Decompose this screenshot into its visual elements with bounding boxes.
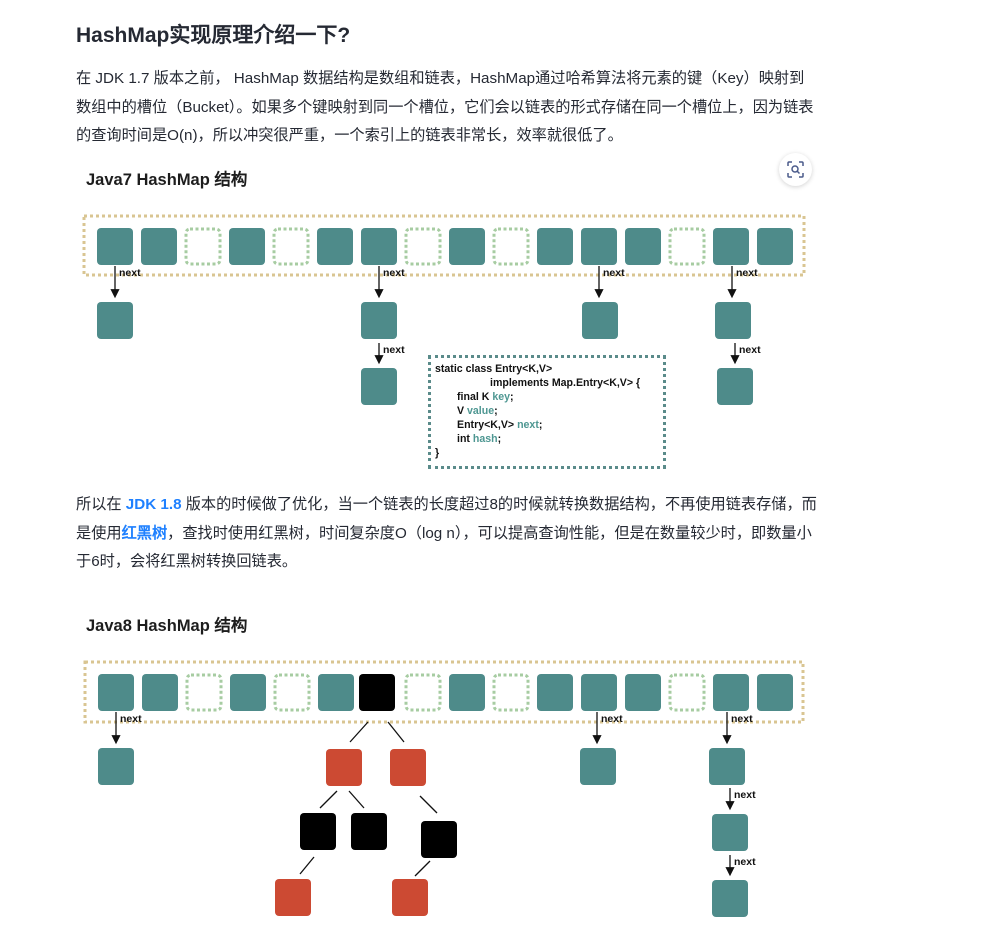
bucket-filled [581, 674, 617, 711]
chain-node [361, 368, 397, 405]
bucket-empty [184, 227, 222, 266]
code-line: implements Map.Entry<K,V> { [490, 377, 641, 389]
scan-zoom-icon [787, 161, 804, 178]
code-line: final K key; [457, 391, 514, 403]
bucket-filled [98, 674, 134, 711]
chain-node [361, 302, 397, 339]
java8-array [83, 660, 805, 724]
bucket-filled [449, 228, 485, 265]
next-label: next [383, 344, 405, 356]
tree-edge [348, 790, 365, 809]
bucket-empty [492, 227, 530, 266]
chain-node [712, 880, 748, 917]
tree-edge [349, 721, 369, 743]
tree-edge [419, 795, 438, 814]
bucket-filled [97, 228, 133, 265]
bucket-tree-root [359, 674, 395, 711]
bucket-filled [757, 228, 793, 265]
chain-node [709, 748, 745, 785]
bucket-filled [317, 228, 353, 265]
java7-array [82, 214, 806, 277]
intro-paragraph: 在 JDK 1.7 版本之前， HashMap 数据结构是数组和链表，HashM… [76, 70, 814, 144]
code-line: V value; [457, 405, 498, 417]
next-label: next [734, 789, 756, 801]
next-label: next [739, 344, 761, 356]
bucket-filled [713, 674, 749, 711]
tree-edge [414, 860, 431, 877]
bucket-filled [625, 228, 661, 265]
tree-node-black [351, 813, 387, 850]
bucket-filled [757, 674, 793, 711]
java8-chains: next next next next next [98, 712, 756, 917]
bucket-filled [537, 674, 573, 711]
chain-node [98, 748, 134, 785]
tree-node-red [326, 749, 362, 786]
bucket-empty [185, 673, 223, 712]
bucket-filled [361, 228, 397, 265]
next-label: next [120, 713, 142, 725]
bucket-filled [713, 228, 749, 265]
bucket-empty [273, 673, 311, 712]
jdk8-paragraph: 所以在 JDK 1.8 版本的时候做了优化，当一个链表的长度超过8的时候就转换数… [76, 496, 817, 570]
bucket-empty [404, 673, 442, 712]
entry-code-box: static class Entry<K,V> implements Map.E… [428, 355, 666, 469]
bucket-filled [318, 674, 354, 711]
chain-node [715, 302, 751, 339]
figure2-title: Java8 HashMap 结构 [86, 617, 248, 635]
article-title: HashMap实现原理介绍一下? [76, 24, 351, 47]
next-label: next [601, 713, 623, 725]
code-line: static class Entry<K,V> [435, 363, 553, 375]
chain-node [580, 748, 616, 785]
chain-node [97, 302, 133, 339]
tree-edge [319, 790, 338, 809]
bucket-filled [142, 674, 178, 711]
tree-node-red [390, 749, 426, 786]
code-line: int hash; [457, 433, 502, 445]
bucket-empty [668, 227, 706, 266]
tree-node-red [392, 879, 428, 916]
bucket-filled [141, 228, 177, 265]
bucket-empty [668, 673, 706, 712]
tree-node-black [421, 821, 457, 858]
bucket-filled [230, 674, 266, 711]
bucket-filled [229, 228, 265, 265]
bucket-empty [404, 227, 442, 266]
next-label: next [119, 267, 141, 279]
tree-node-black [300, 813, 336, 850]
bucket-empty [272, 227, 310, 266]
bucket-empty [492, 673, 530, 712]
java8-tree [275, 721, 457, 916]
java8-buckets [98, 673, 793, 712]
bucket-filled [581, 228, 617, 265]
jdk18-link[interactable]: JDK 1.8 [125, 496, 182, 513]
next-label: next [731, 713, 753, 725]
red-black-tree-link[interactable]: 红黑树 [121, 524, 168, 542]
tree-edge [387, 721, 405, 743]
code-line: } [435, 447, 440, 459]
bucket-filled [449, 674, 485, 711]
bucket-filled [625, 674, 661, 711]
tree-node-red [275, 879, 311, 916]
figure1-title: Java7 HashMap 结构 [86, 171, 248, 189]
chain-node [717, 368, 753, 405]
next-label: next [383, 267, 405, 279]
tree-edge [299, 856, 315, 875]
chain-node [582, 302, 618, 339]
code-line: Entry<K,V> next; [457, 419, 543, 431]
next-label: next [603, 267, 625, 279]
next-label: next [734, 856, 756, 868]
bucket-filled [537, 228, 573, 265]
image-zoom-button[interactable] [779, 153, 812, 186]
chain-node [712, 814, 748, 851]
next-label: next [736, 267, 758, 279]
java7-chains: next next next next next next [97, 266, 761, 405]
java7-buckets [97, 227, 793, 266]
